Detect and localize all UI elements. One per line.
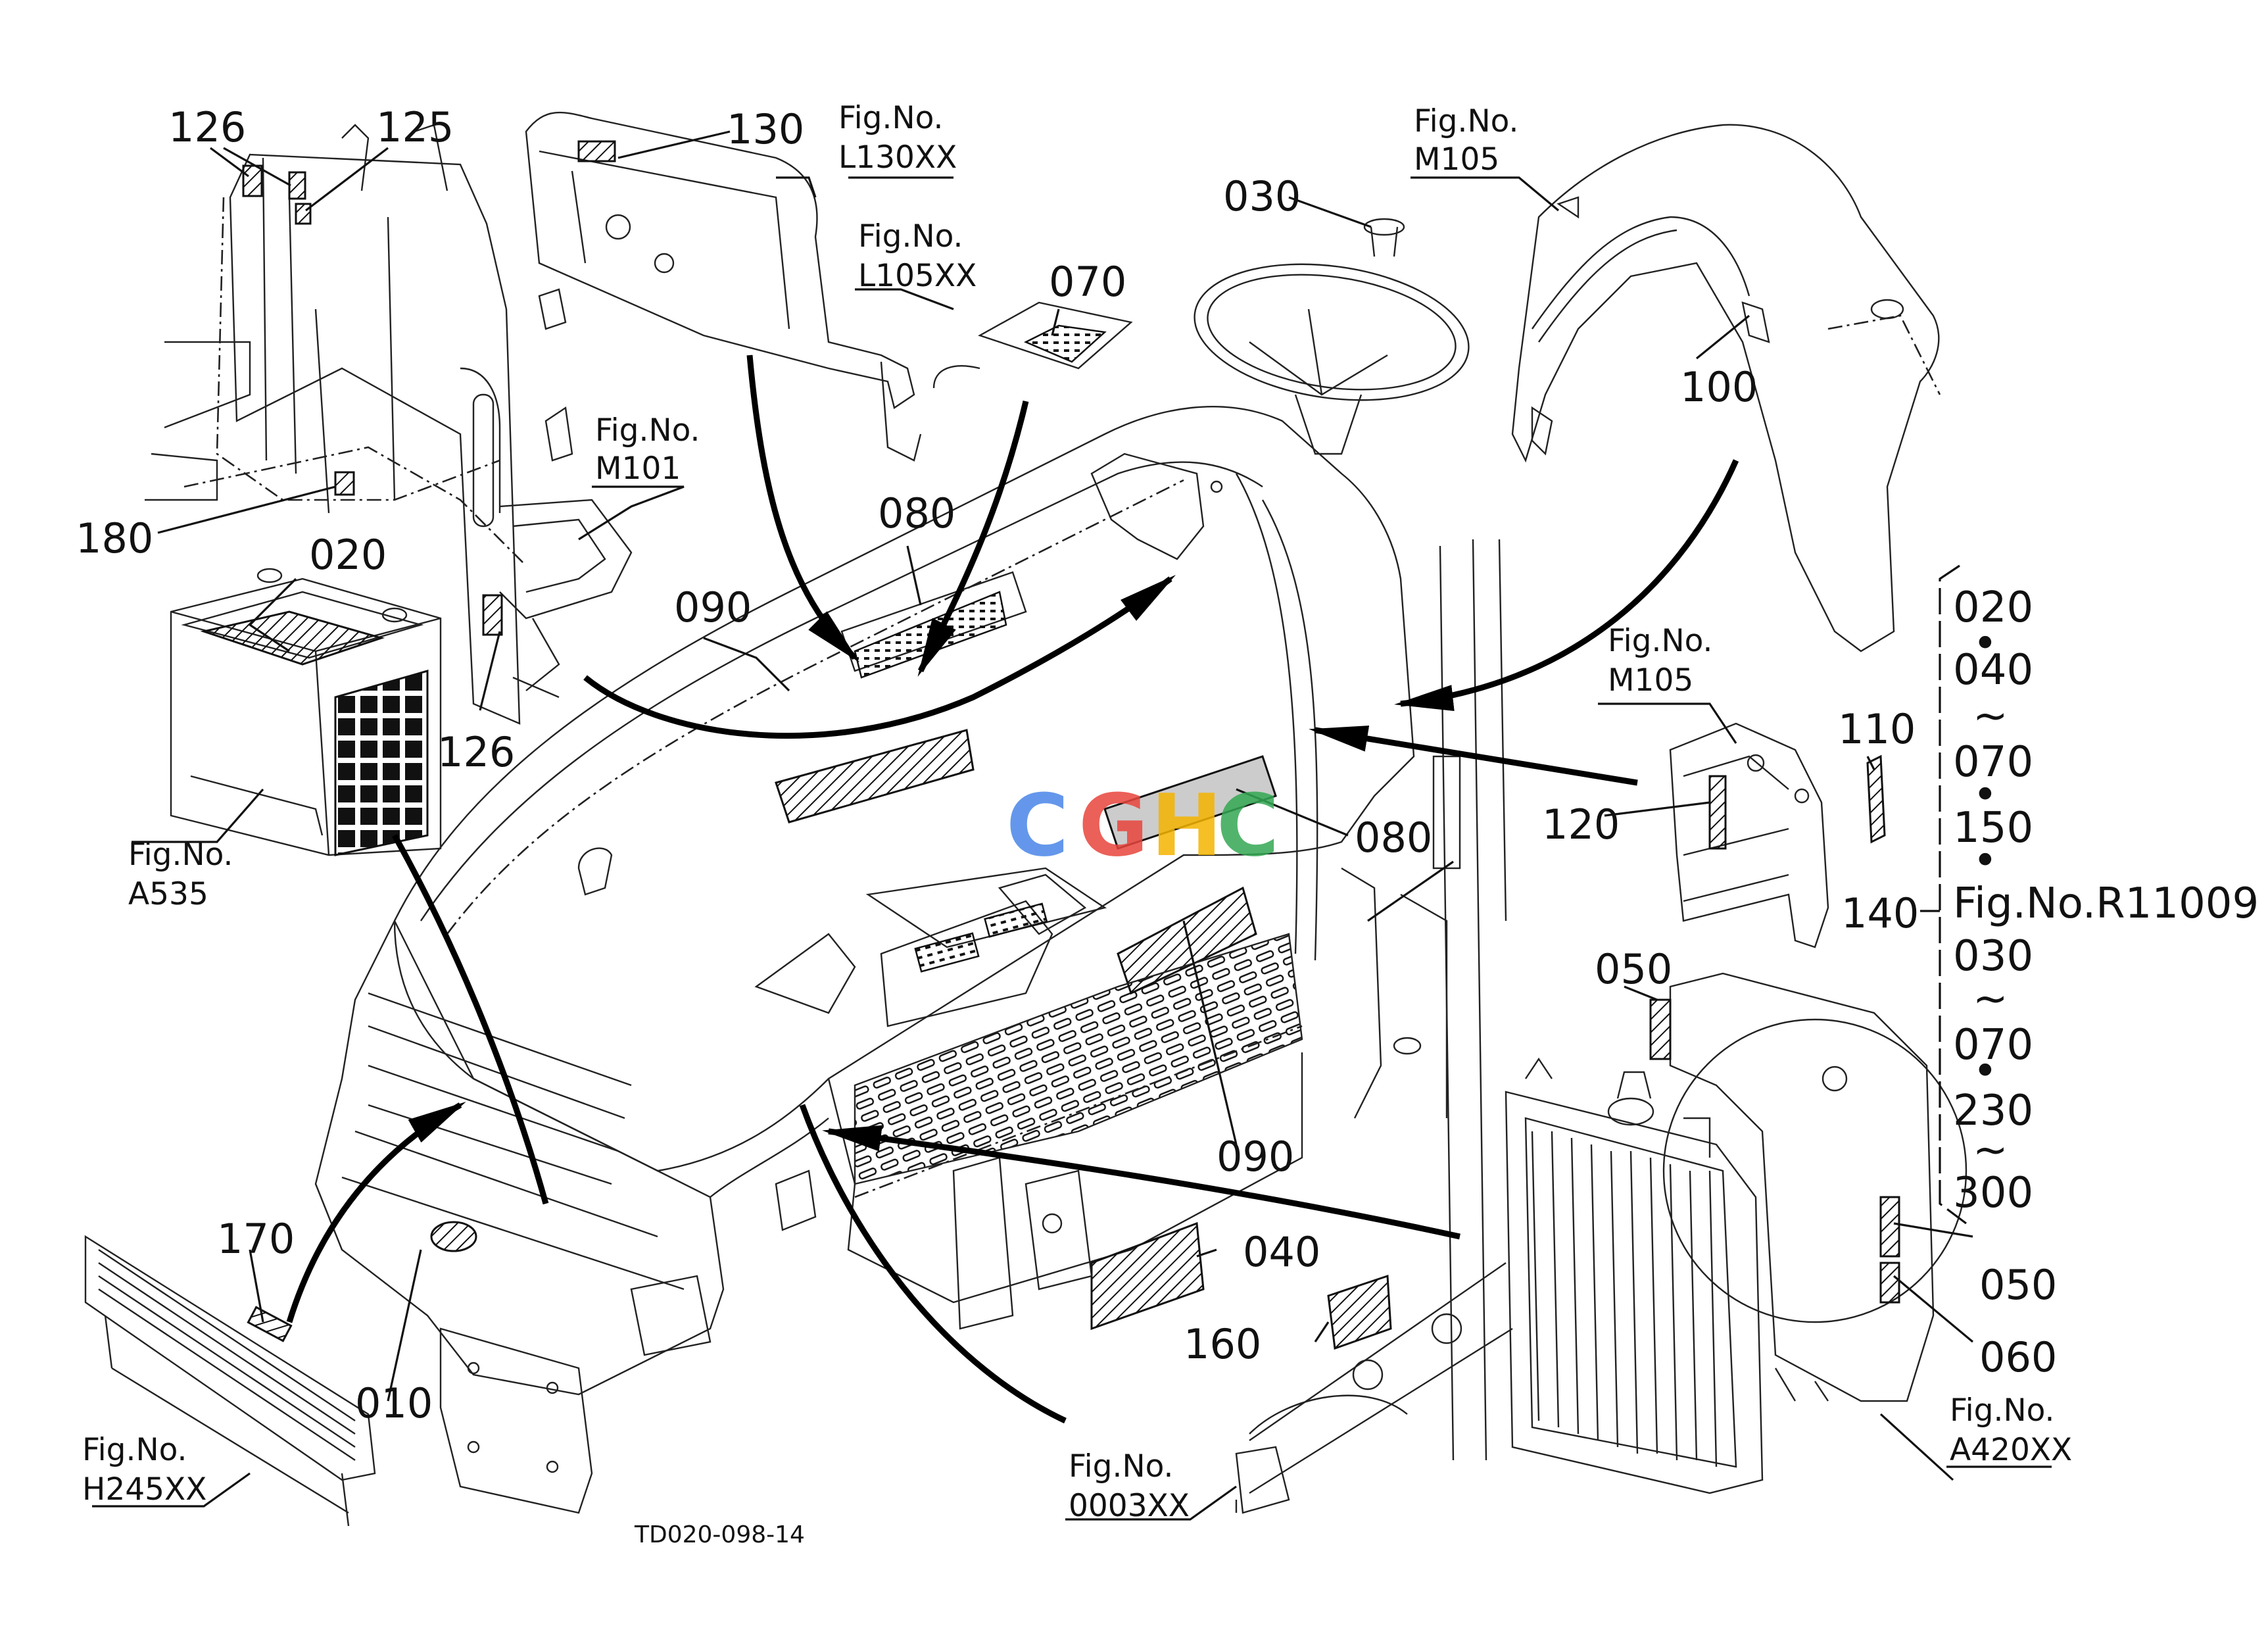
callout-080: 080 bbox=[878, 489, 955, 537]
radiator bbox=[1505, 1057, 1764, 1494]
callout-050: 050 bbox=[1595, 945, 1672, 993]
list-separator: ~ bbox=[1973, 1126, 2008, 1175]
svg-text:C: C bbox=[1006, 775, 1069, 875]
fig-label: Fig.No. bbox=[838, 100, 943, 136]
frame-rail bbox=[1235, 1262, 1513, 1514]
fig-label: Fig.No. bbox=[858, 218, 963, 255]
front-nose bbox=[314, 919, 829, 1514]
fig-code-a420: A420XX bbox=[1950, 1432, 2072, 1468]
fig-label: Fig.No. bbox=[1950, 1392, 2054, 1429]
drawing-code: TD020-098-14 bbox=[634, 1521, 805, 1548]
fig-label: Fig.No. bbox=[1414, 103, 1518, 139]
callout-020: 020 bbox=[309, 531, 387, 579]
steering-wheel bbox=[1194, 218, 1470, 455]
figure-references: Fig.No. L130XX Fig.No. L105XX Fig.No. M1… bbox=[82, 100, 2072, 1524]
list-bracket bbox=[1920, 564, 1967, 1225]
callout-140: 140 bbox=[1841, 889, 1919, 937]
fender-part bbox=[1511, 124, 1941, 652]
leader-lines bbox=[92, 130, 2052, 1521]
callout-130: 130 bbox=[727, 105, 804, 153]
plate-part bbox=[932, 301, 1133, 389]
callout-080-right: 080 bbox=[1355, 814, 1432, 862]
callout-126-lower: 126 bbox=[437, 728, 515, 776]
callout-numbers: 126 125 130 030 070 180 020 080 090 100 … bbox=[76, 103, 2057, 1427]
callout-180: 180 bbox=[76, 514, 153, 562]
fig-code-m105: M105 bbox=[1414, 141, 1499, 178]
list-item: 070 bbox=[1953, 738, 2033, 787]
fig-code-0003: 0003XX bbox=[1069, 1488, 1190, 1524]
list-item: 070 bbox=[1953, 1021, 2033, 1069]
callout-040: 040 bbox=[1243, 1228, 1320, 1276]
fig-label: Fig.No. bbox=[1608, 623, 1712, 659]
fig-code-h245: H245XX bbox=[82, 1471, 206, 1508]
svg-text:G: G bbox=[1078, 775, 1149, 875]
fig-label: Fig.No. bbox=[82, 1432, 187, 1468]
fig-code-l105: L105XX bbox=[858, 258, 977, 294]
applicable-parts-list: 020 • 040 ~ 070 • 150 • Fig.No.R11009 03… bbox=[1953, 583, 2259, 1217]
callout-120: 120 bbox=[1542, 800, 1620, 848]
callout-160: 160 bbox=[1184, 1320, 1261, 1368]
fig-code-a535: A535 bbox=[128, 876, 208, 912]
list-item: 150 bbox=[1953, 804, 2033, 852]
callout-126: 126 bbox=[168, 103, 246, 151]
callout-110: 110 bbox=[1838, 705, 1916, 753]
list-item: 020 bbox=[1953, 583, 2033, 632]
hood bbox=[393, 406, 1415, 1304]
decal-040 bbox=[1090, 1221, 1205, 1331]
list-separator: ~ bbox=[1973, 975, 2008, 1023]
battery bbox=[170, 568, 442, 856]
list-separator: • bbox=[1973, 1047, 1998, 1096]
list-separator: • bbox=[1973, 771, 1998, 820]
fig-label: Fig.No. bbox=[1069, 1448, 1173, 1485]
engine-subframe bbox=[952, 1156, 1093, 1330]
watermark-logo: C G H C bbox=[1006, 775, 1279, 875]
list-item: 040 bbox=[1953, 646, 2033, 695]
list-separator: • bbox=[1973, 620, 1998, 668]
callout-050-right: 050 bbox=[1979, 1261, 2057, 1309]
fig-code-m101: M101 bbox=[595, 451, 681, 487]
fig-label: Fig.No. bbox=[595, 412, 700, 449]
fig-code-l130: L130XX bbox=[838, 139, 957, 176]
list-item-reference: Fig.No.R11009 bbox=[1953, 879, 2259, 928]
callout-170: 170 bbox=[217, 1215, 295, 1263]
callout-100: 100 bbox=[1680, 363, 1758, 411]
callout-090-lower: 090 bbox=[1217, 1133, 1294, 1181]
decal-160 bbox=[1327, 1274, 1392, 1350]
dash-panel-part bbox=[525, 111, 922, 462]
fig-code-m105-lower: M105 bbox=[1608, 662, 1693, 699]
rear-frame-panel bbox=[145, 124, 633, 725]
list-item: 030 bbox=[1953, 932, 2033, 981]
side-bracket-part bbox=[1669, 722, 1886, 948]
list-separator: • bbox=[1973, 837, 1998, 885]
list-item: 300 bbox=[1953, 1169, 2033, 1217]
callout-090: 090 bbox=[674, 583, 752, 631]
callout-010: 010 bbox=[355, 1379, 433, 1427]
front-grille-part bbox=[84, 1235, 376, 1527]
svg-text:H: H bbox=[1151, 775, 1222, 875]
callout-030: 030 bbox=[1223, 172, 1301, 220]
svg-text:C: C bbox=[1217, 775, 1279, 875]
callout-060: 060 bbox=[1979, 1333, 2057, 1381]
callout-070: 070 bbox=[1049, 258, 1126, 306]
fan-shroud bbox=[1649, 972, 1967, 1402]
fig-label: Fig.No. bbox=[128, 837, 233, 873]
callout-125: 125 bbox=[376, 103, 454, 151]
list-separator: ~ bbox=[1973, 692, 2008, 741]
list-item: 230 bbox=[1953, 1087, 2033, 1135]
assembly-arrows bbox=[286, 355, 1739, 1424]
